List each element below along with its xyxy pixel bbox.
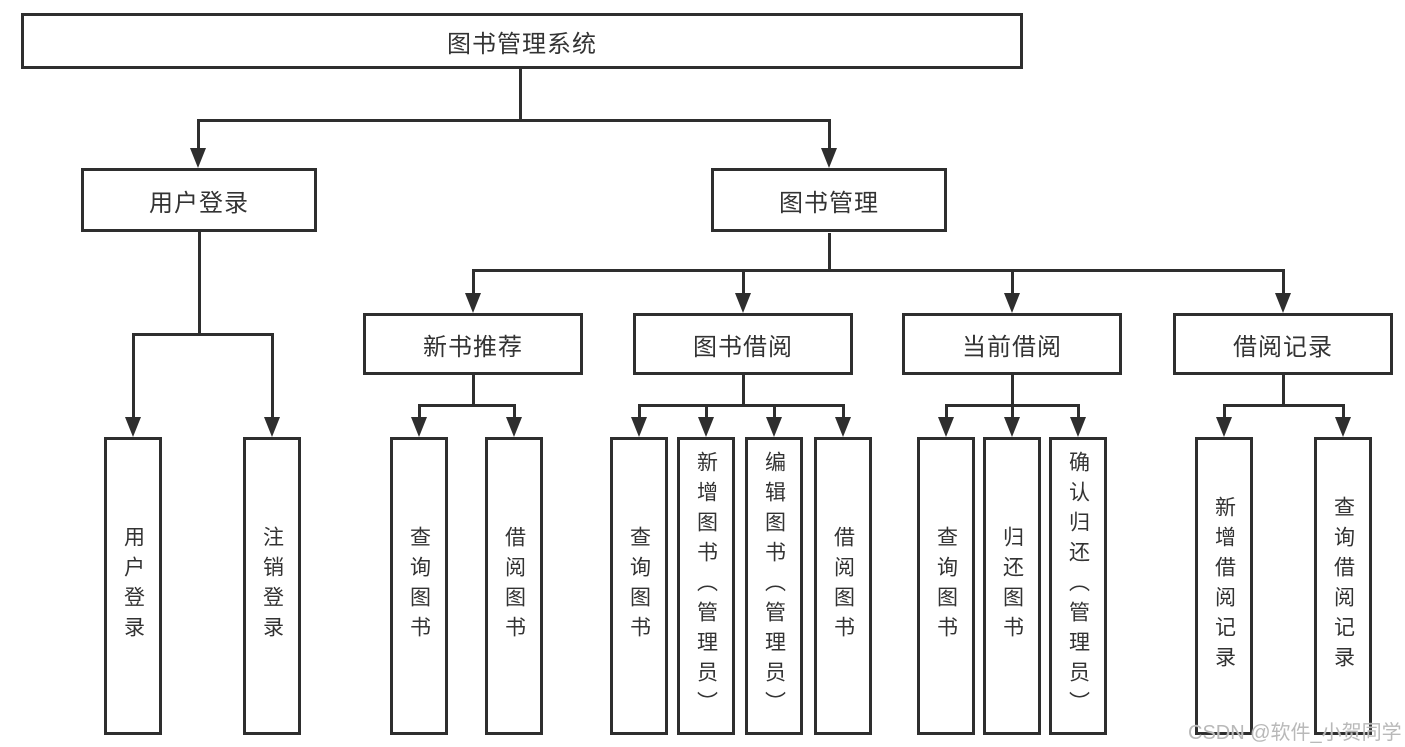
connector-line bbox=[945, 404, 948, 419]
connector-line bbox=[197, 119, 831, 122]
connector-line bbox=[519, 69, 522, 120]
node-label: 图书借阅 bbox=[693, 333, 793, 361]
arrow-down-icon bbox=[1004, 293, 1020, 313]
connector-line bbox=[742, 269, 745, 295]
node-label: 查询图书 bbox=[934, 526, 958, 646]
connector-line bbox=[472, 269, 1284, 272]
node-label: 借阅图书 bbox=[502, 526, 526, 646]
connector-line bbox=[638, 404, 641, 419]
connector-line bbox=[418, 404, 516, 407]
arrow-down-icon bbox=[125, 417, 141, 437]
node-label: 注销登录 bbox=[260, 526, 284, 646]
leaf-query-book-borrowing: 查询图书 bbox=[610, 437, 668, 735]
connector-line bbox=[418, 404, 421, 419]
node-label: 查询借阅记录 bbox=[1331, 496, 1355, 676]
node-label: 用户登录 bbox=[121, 526, 145, 646]
connector-line bbox=[513, 404, 516, 419]
node-label: 查询图书 bbox=[407, 526, 431, 646]
arrow-down-icon bbox=[1004, 417, 1020, 437]
node-book-management: 图书管理 bbox=[711, 168, 947, 232]
arrow-down-icon bbox=[766, 417, 782, 437]
leaf-borrow-book-borrowing: 借阅图书 bbox=[814, 437, 872, 735]
connector-line bbox=[1223, 404, 1345, 407]
leaf-user-login: 用户登录 bbox=[104, 437, 162, 735]
connector-line bbox=[1011, 269, 1014, 295]
connector-line bbox=[1223, 404, 1226, 419]
arrow-down-icon bbox=[1216, 417, 1232, 437]
node-label: 图书管理系统 bbox=[447, 30, 597, 58]
connector-line bbox=[1077, 404, 1080, 419]
node-label: 新增图书（管理员） bbox=[694, 451, 718, 721]
connector-line bbox=[132, 333, 273, 336]
node-label: 借阅记录 bbox=[1233, 333, 1333, 361]
node-current-borrowing: 当前借阅 bbox=[902, 313, 1122, 375]
node-label: 查询图书 bbox=[627, 526, 651, 646]
node-label: 新书推荐 bbox=[423, 333, 523, 361]
connector-line bbox=[828, 119, 831, 150]
connector-line bbox=[828, 233, 831, 272]
connector-line bbox=[1011, 375, 1014, 407]
connector-line bbox=[842, 404, 845, 419]
leaf-query-book-current: 查询图书 bbox=[917, 437, 975, 735]
node-label: 当前借阅 bbox=[962, 333, 1062, 361]
arrow-down-icon bbox=[190, 148, 206, 168]
leaf-edit-book-admin: 编辑图书（管理员） bbox=[745, 437, 803, 735]
connector-line bbox=[1282, 375, 1285, 407]
node-label: 借阅图书 bbox=[831, 526, 855, 646]
connector-line bbox=[705, 404, 708, 419]
connector-line bbox=[1342, 404, 1345, 419]
node-label: 图书管理 bbox=[779, 189, 879, 217]
node-label: 用户登录 bbox=[149, 189, 249, 217]
arrow-down-icon bbox=[698, 417, 714, 437]
leaf-add-borrow-record: 新增借阅记录 bbox=[1195, 437, 1253, 735]
leaf-confirm-return-admin: 确认归还（管理员） bbox=[1049, 437, 1107, 735]
leaf-query-book-recommend: 查询图书 bbox=[390, 437, 448, 735]
arrow-down-icon bbox=[938, 417, 954, 437]
arrow-down-icon bbox=[821, 148, 837, 168]
arrow-down-icon bbox=[506, 417, 522, 437]
connector-line bbox=[198, 232, 201, 336]
watermark: CSDN @软件_小贺同学 bbox=[1188, 722, 1402, 744]
leaf-return-book: 归还图书 bbox=[983, 437, 1041, 735]
arrow-down-icon bbox=[735, 293, 751, 313]
connector-line bbox=[271, 333, 274, 419]
connector-line bbox=[472, 269, 475, 295]
node-label: 归还图书 bbox=[1000, 526, 1024, 646]
leaf-add-book-admin: 新增图书（管理员） bbox=[677, 437, 735, 735]
leaf-borrow-book-recommend: 借阅图书 bbox=[485, 437, 543, 735]
connector-line bbox=[1282, 269, 1285, 295]
node-borrowing-records: 借阅记录 bbox=[1173, 313, 1393, 375]
arrow-down-icon bbox=[465, 293, 481, 313]
node-library-management-system: 图书管理系统 bbox=[21, 13, 1023, 69]
node-new-book-recommendation: 新书推荐 bbox=[363, 313, 583, 375]
connector-line bbox=[1011, 404, 1014, 419]
arrow-down-icon bbox=[1335, 417, 1351, 437]
leaf-query-borrow-record: 查询借阅记录 bbox=[1314, 437, 1372, 735]
arrow-down-icon bbox=[411, 417, 427, 437]
connector-line bbox=[197, 119, 200, 150]
arrow-down-icon bbox=[264, 417, 280, 437]
node-user-login: 用户登录 bbox=[81, 168, 317, 232]
connector-line bbox=[132, 333, 135, 419]
connector-line bbox=[742, 375, 745, 407]
connector-line bbox=[472, 375, 475, 407]
node-label: 编辑图书（管理员） bbox=[762, 451, 786, 721]
leaf-logout-login: 注销登录 bbox=[243, 437, 301, 735]
arrow-down-icon bbox=[1275, 293, 1291, 313]
arrow-down-icon bbox=[835, 417, 851, 437]
node-label: 确认归还（管理员） bbox=[1066, 451, 1090, 721]
arrow-down-icon bbox=[1070, 417, 1086, 437]
connector-line bbox=[773, 404, 776, 419]
connector-line bbox=[638, 404, 845, 407]
arrow-down-icon bbox=[631, 417, 647, 437]
node-label: 新增借阅记录 bbox=[1212, 496, 1236, 676]
node-book-borrowing: 图书借阅 bbox=[633, 313, 853, 375]
